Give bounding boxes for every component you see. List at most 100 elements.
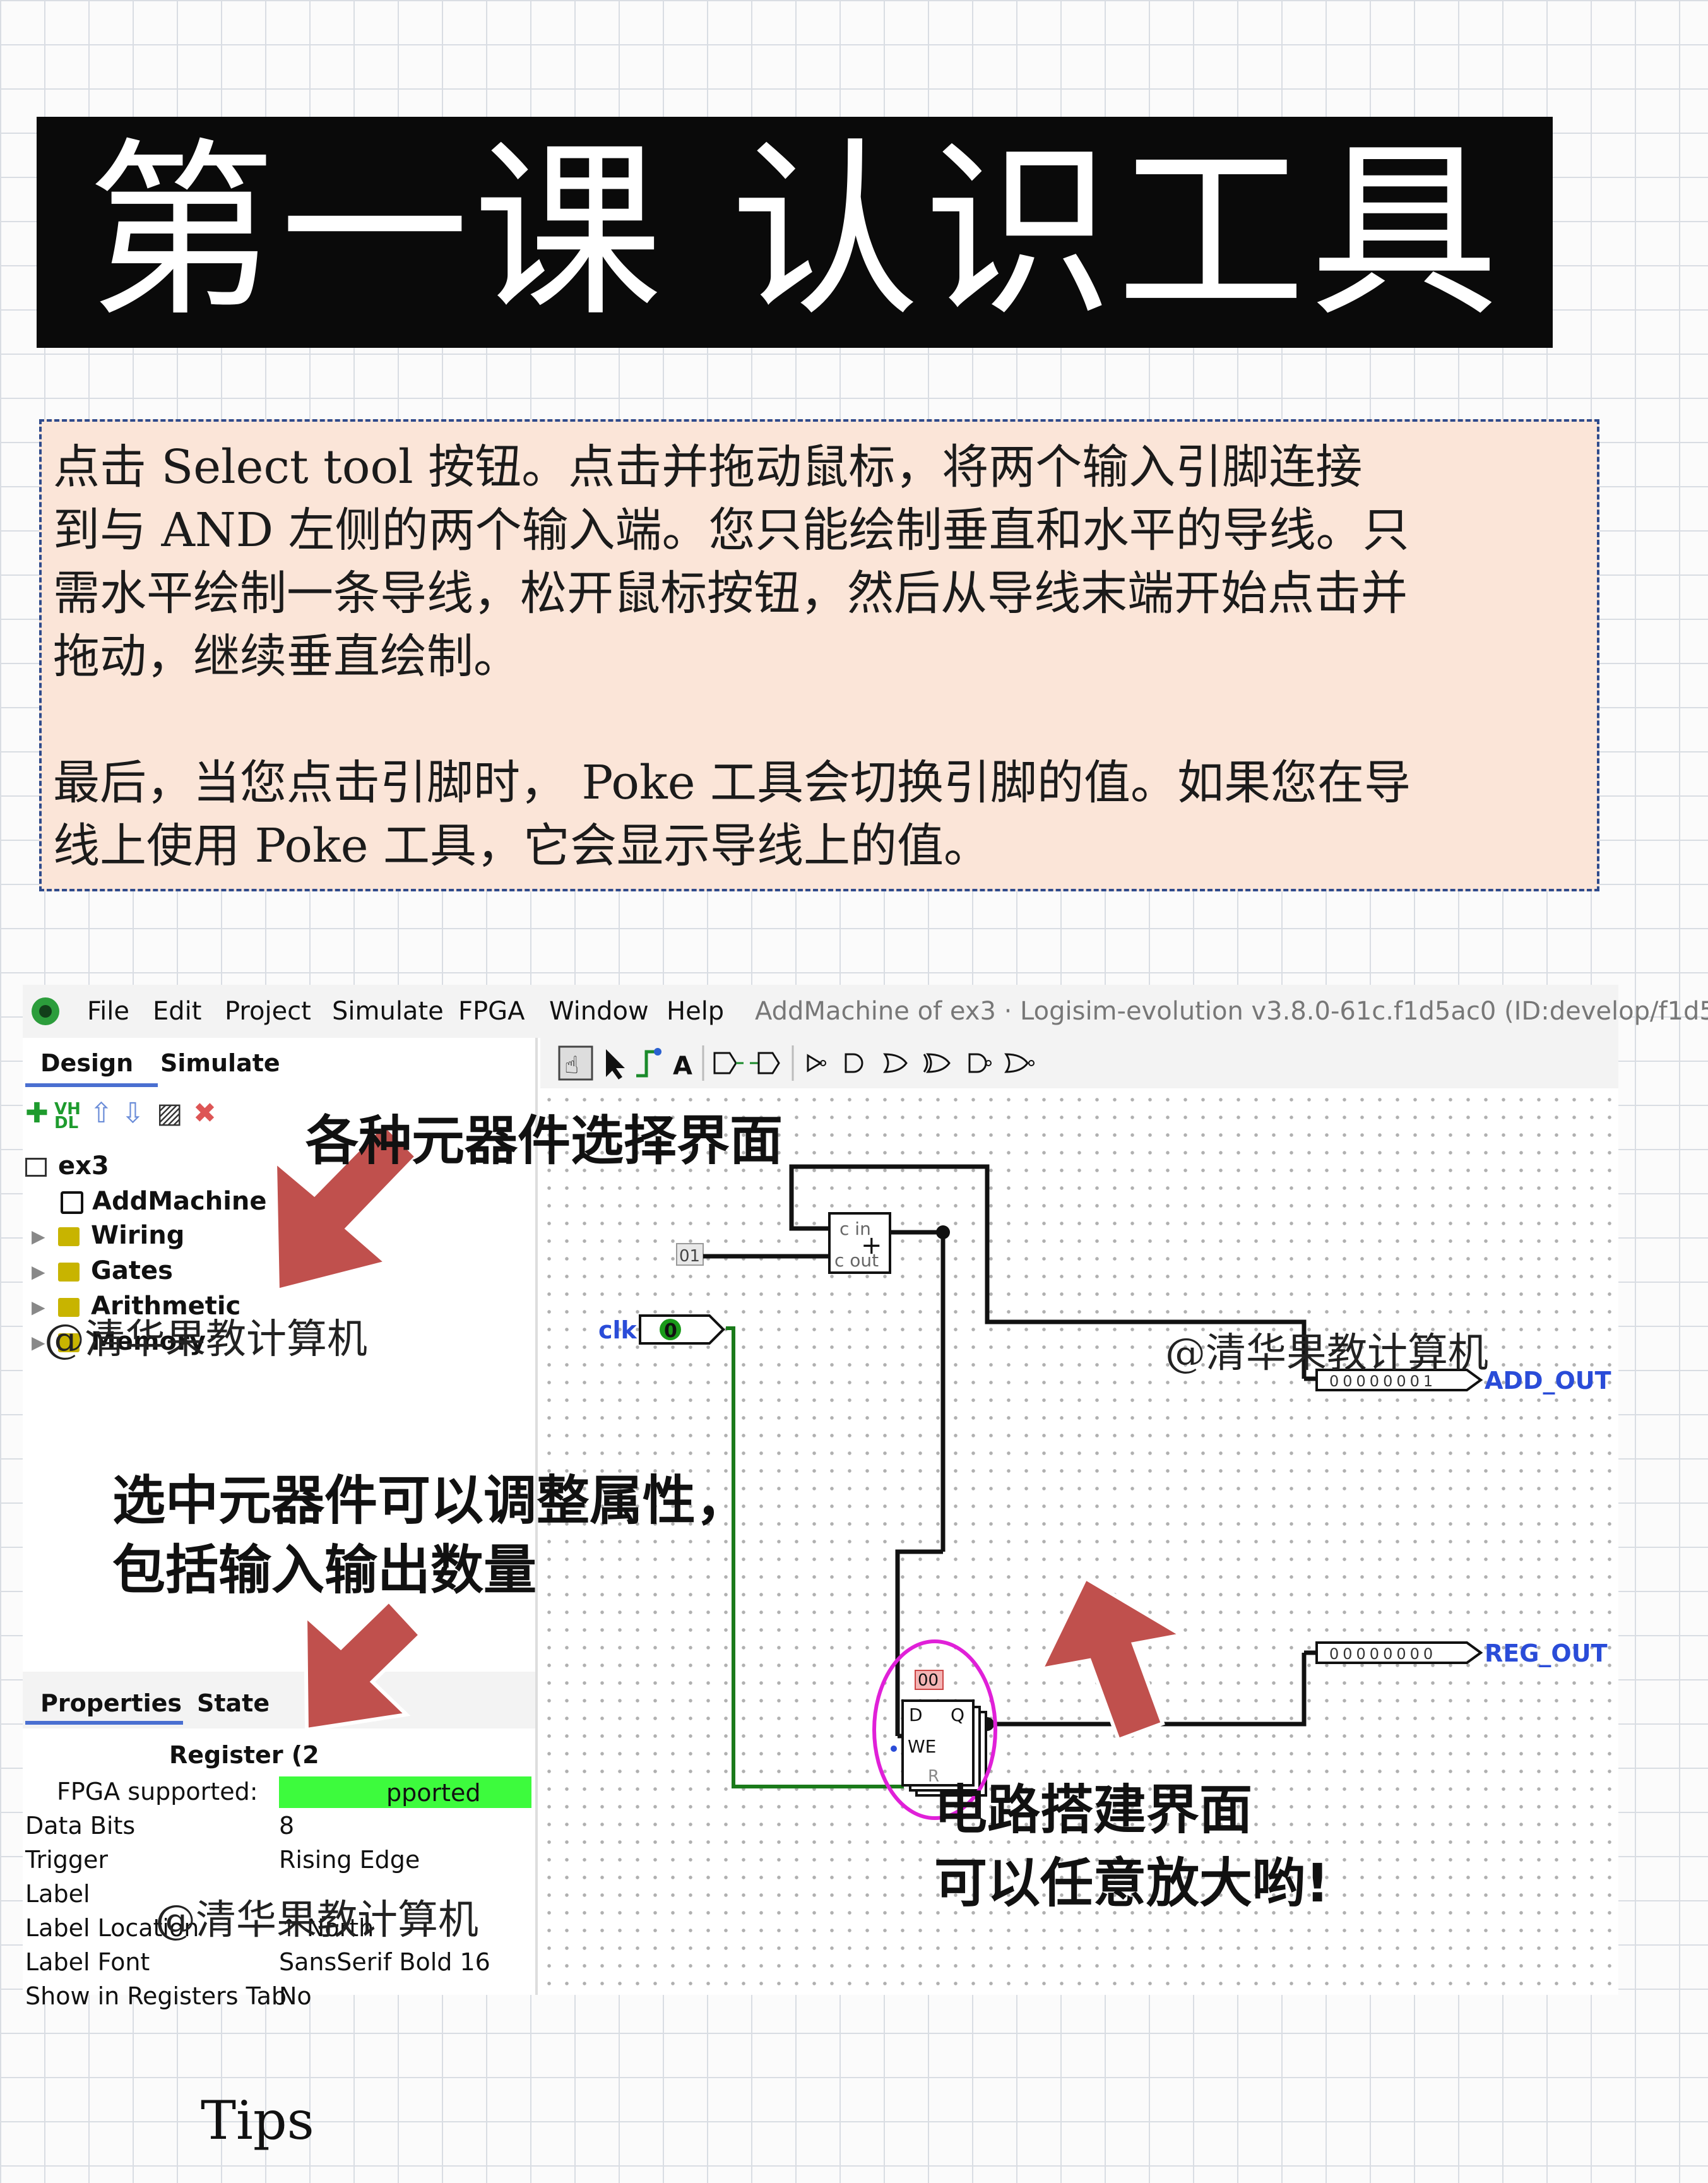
input-pin-icon[interactable] [713, 1052, 744, 1074]
properties-header: Register (2 [169, 1741, 319, 1769]
project-icon [25, 1158, 47, 1177]
menu-window[interactable]: Window [549, 997, 649, 1026]
prop-value[interactable]: 8 [279, 1812, 295, 1840]
reg-d-label: D [909, 1704, 923, 1725]
adder-component[interactable]: c in c out + [828, 1212, 891, 1274]
prop-value[interactable]: SansSerif Bold 16 [279, 1948, 490, 1976]
circuit-drawing: c in c out + 01 clk [598, 1164, 1611, 1820]
not-gate-icon[interactable] [807, 1054, 826, 1073]
prop-value[interactable]: No [279, 1982, 312, 2010]
watermark: @清华果教计算机 [155, 1897, 478, 1944]
menu-edit[interactable]: Edit [153, 997, 202, 1026]
constant-01[interactable]: 01 [676, 1243, 704, 1266]
highlight-ellipse [872, 1639, 997, 1820]
nor-gate-icon[interactable] [1004, 1053, 1035, 1073]
watermark: @清华果教计算机 [1165, 1330, 1488, 1377]
reg-out-value: 00000000 [1329, 1645, 1437, 1663]
register-value: 00 [918, 1671, 939, 1690]
output-pin-icon[interactable] [750, 1052, 780, 1074]
wiring-tool-icon[interactable] [636, 1048, 661, 1078]
folder-icon [58, 1333, 80, 1352]
title-banner: 第一课 认识工具 [37, 117, 1553, 348]
svg-text:A: A [673, 1052, 692, 1081]
tree-item-arithmetic[interactable]: Arithmetic [58, 1292, 240, 1321]
prop-value[interactable]: Rising Edge [279, 1846, 420, 1874]
move-up-icon[interactable]: ⇧ [90, 1097, 113, 1129]
fpga-supported-value: pported [279, 1776, 531, 1808]
prop-value[interactable]: ↑ North [279, 1914, 374, 1942]
menu-project[interactable]: Project [225, 997, 311, 1026]
xor-gate-icon[interactable] [923, 1053, 951, 1073]
watermark: @清华果教计算机 [44, 1316, 367, 1363]
instruction-line: 线上使用 Poke 工具，它会显示导线上的值。 [53, 819, 991, 873]
register-component[interactable]: 00 D Q WE R [891, 1670, 987, 1797]
constant-label: 01 [679, 1247, 700, 1266]
edit-appearance-icon[interactable]: ▨ [157, 1097, 183, 1129]
tree-item-memory[interactable]: Memory [58, 1327, 206, 1356]
text-tool-icon[interactable]: A [673, 1052, 692, 1081]
tab-underline [25, 1083, 158, 1087]
wires [703, 1164, 1317, 1739]
tree-item-gates[interactable]: Gates [58, 1256, 173, 1285]
menu-fpga[interactable]: FPGA [458, 997, 525, 1026]
tab-simulate[interactable]: Simulate [160, 1049, 280, 1077]
delete-icon[interactable]: ✖ [193, 1097, 216, 1129]
prop-key: Data Bits [25, 1812, 136, 1840]
reg-we-label: WE [908, 1736, 936, 1757]
poke-tool-icon[interactable]: ☝ [558, 1045, 593, 1081]
instruction-line: 需水平绘制一条导线，松开鼠标按钮，然后从导线末端开始点击并 [53, 566, 1408, 621]
prop-key: Label Font [25, 1948, 150, 1976]
window-title: AddMachine of ex3 · Logisim-evolution v3… [755, 997, 1708, 1026]
tab-properties[interactable]: Properties [40, 1689, 182, 1717]
chevron-right-icon[interactable]: ▶ [32, 1261, 45, 1282]
annotation-canvas-line1: 电路搭建界面 [934, 1779, 1253, 1841]
prop-key: Trigger [25, 1846, 109, 1874]
page-title: 第一课 认识工具 [86, 122, 1503, 342]
select-tool-icon[interactable] [606, 1049, 625, 1080]
move-down-icon[interactable]: ⇩ [121, 1097, 145, 1129]
reg-out-pin[interactable]: 00000000 REG_OUT [1315, 1639, 1608, 1667]
adder-cin-label: c in [839, 1218, 871, 1239]
menu-help[interactable]: Help [667, 997, 725, 1026]
tree-item-wiring[interactable]: Wiring [58, 1221, 184, 1250]
add-circuit-icon[interactable]: ✚ [25, 1097, 49, 1129]
circuit-canvas[interactable] [540, 1038, 1618, 1995]
and-gate-icon[interactable] [845, 1053, 863, 1073]
plus-icon: + [861, 1231, 882, 1260]
clk-input-pin[interactable]: clk 0 [598, 1314, 725, 1345]
clk-label: clk [598, 1316, 638, 1344]
logisim-logo-icon [32, 997, 59, 1025]
add-out-pin[interactable]: 00000001 ADD_OUT [1315, 1367, 1611, 1395]
or-gate-icon[interactable] [883, 1053, 908, 1073]
chevron-right-icon[interactable]: ▶ [32, 1297, 45, 1318]
instruction-box: 点击 Select tool 按钮。点击并拖动鼠标，将两个输入引脚连接 到与 A… [39, 419, 1599, 891]
chevron-right-icon[interactable]: ▶ [32, 1332, 45, 1353]
adder-cout-label: c out [834, 1250, 879, 1271]
reg-q-label: Q [951, 1704, 964, 1725]
reg-r-label: R [928, 1767, 939, 1786]
annotation-props-line2: 包括输入输出数量 [112, 1539, 537, 1601]
arrow-icon [303, 1598, 424, 1732]
properties-tabs: Properties State [23, 1672, 535, 1728]
tool-toolbar: ☝ A [540, 1038, 1618, 1088]
tab-design[interactable]: Design [40, 1049, 134, 1077]
tips-label: Tips [201, 2090, 314, 2151]
tab-state[interactable]: State [197, 1689, 270, 1717]
clk-value: 0 [664, 1320, 677, 1342]
annotation-props-line1: 选中元器件可以调整属性， [112, 1470, 749, 1532]
menu-simulate[interactable]: Simulate [332, 997, 444, 1026]
toolbar-icons: ☝ A [558, 1045, 1035, 1081]
tree-item-addmachine[interactable]: AddMachine [61, 1187, 267, 1216]
add-out-value: 00000001 [1329, 1372, 1437, 1390]
svg-text:☝: ☝ [564, 1051, 579, 1079]
prop-key: Label [25, 1880, 90, 1908]
instruction-line: 到与 AND 左侧的两个输入端。您只能绘制垂直和水平的导线。只 [53, 503, 1409, 557]
wire-junction [936, 1225, 950, 1239]
menu-file[interactable]: File [87, 997, 129, 1026]
nand-gate-icon[interactable] [968, 1053, 992, 1073]
tree-root[interactable]: ex3 [25, 1151, 109, 1181]
chevron-right-icon[interactable]: ▶ [32, 1226, 45, 1247]
instruction-line: 最后，当您点击引脚时， Poke 工具会切换引脚的值。如果您在导 [53, 756, 1411, 810]
